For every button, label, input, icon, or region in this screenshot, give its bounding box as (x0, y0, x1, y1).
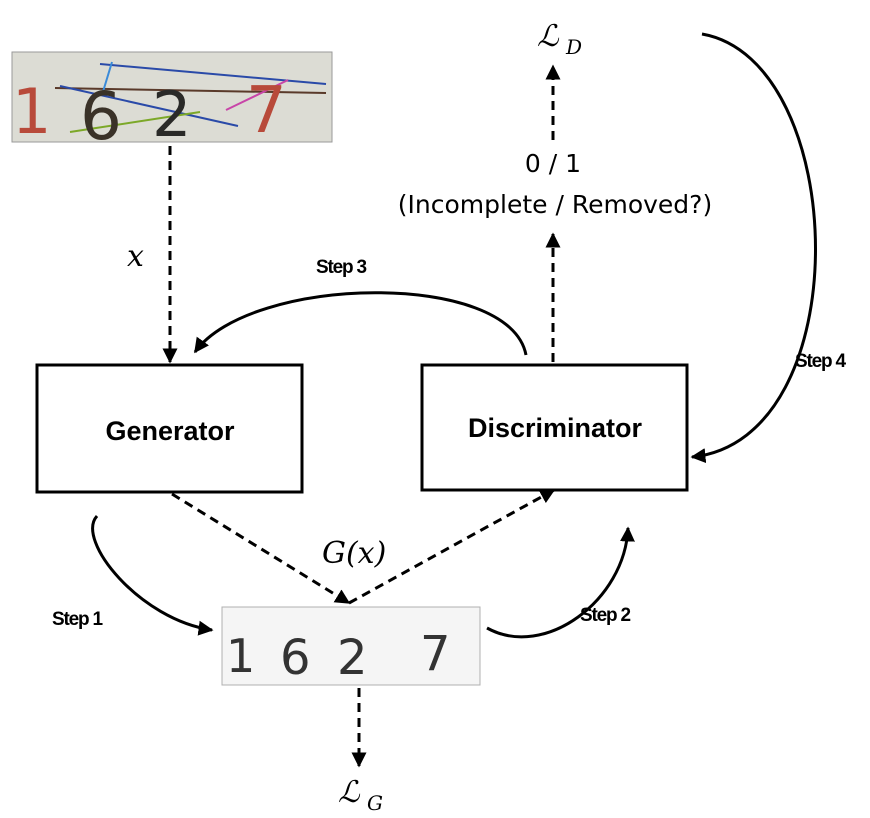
loss-g-subscript: G (367, 791, 383, 815)
step3-label: Step 3 (316, 257, 366, 278)
generated-digit: 7 (420, 626, 451, 682)
output-question-label: (Incomplete / Removed?) (398, 190, 712, 219)
step1-label: Step 1 (52, 609, 103, 630)
loss-d-subscript: D (565, 35, 582, 59)
output-to-discriminator-arrow (348, 488, 556, 605)
generated-digit: 6 (280, 630, 311, 686)
generated-captcha-image: 1 6 2 7 (221, 606, 481, 686)
step3-curve-arrow (193, 291, 528, 356)
input-digit: 2 (152, 78, 191, 151)
discriminator-box (420, 363, 689, 492)
step2-curve-arrow (486, 526, 635, 639)
loss-g-symbol: ℒ (338, 775, 361, 810)
input-digit: 7 (246, 74, 287, 148)
step4-label: Step 4 (795, 351, 846, 372)
output-value-label: 0 / 1 (525, 149, 581, 178)
step1-curve-arrow (91, 514, 214, 636)
generator-to-output-arrow (171, 492, 351, 605)
generator-box (35, 363, 304, 494)
input-captcha-image: 1 6 2 7 (11, 51, 333, 155)
step4-curve-arrow (690, 32, 817, 464)
input-x-label: x (127, 239, 144, 274)
generated-digit: 1 (226, 629, 255, 683)
loss-d-symbol: ℒ (537, 19, 560, 54)
gx-label: G(x) (322, 536, 386, 571)
input-digit: 6 (80, 78, 122, 155)
generator-label: Generator (105, 416, 235, 446)
input-digit: 1 (12, 75, 51, 148)
discriminator-label: Discriminator (468, 413, 643, 443)
step2-label: Step 2 (580, 605, 630, 626)
generated-digit: 2 (337, 630, 368, 686)
